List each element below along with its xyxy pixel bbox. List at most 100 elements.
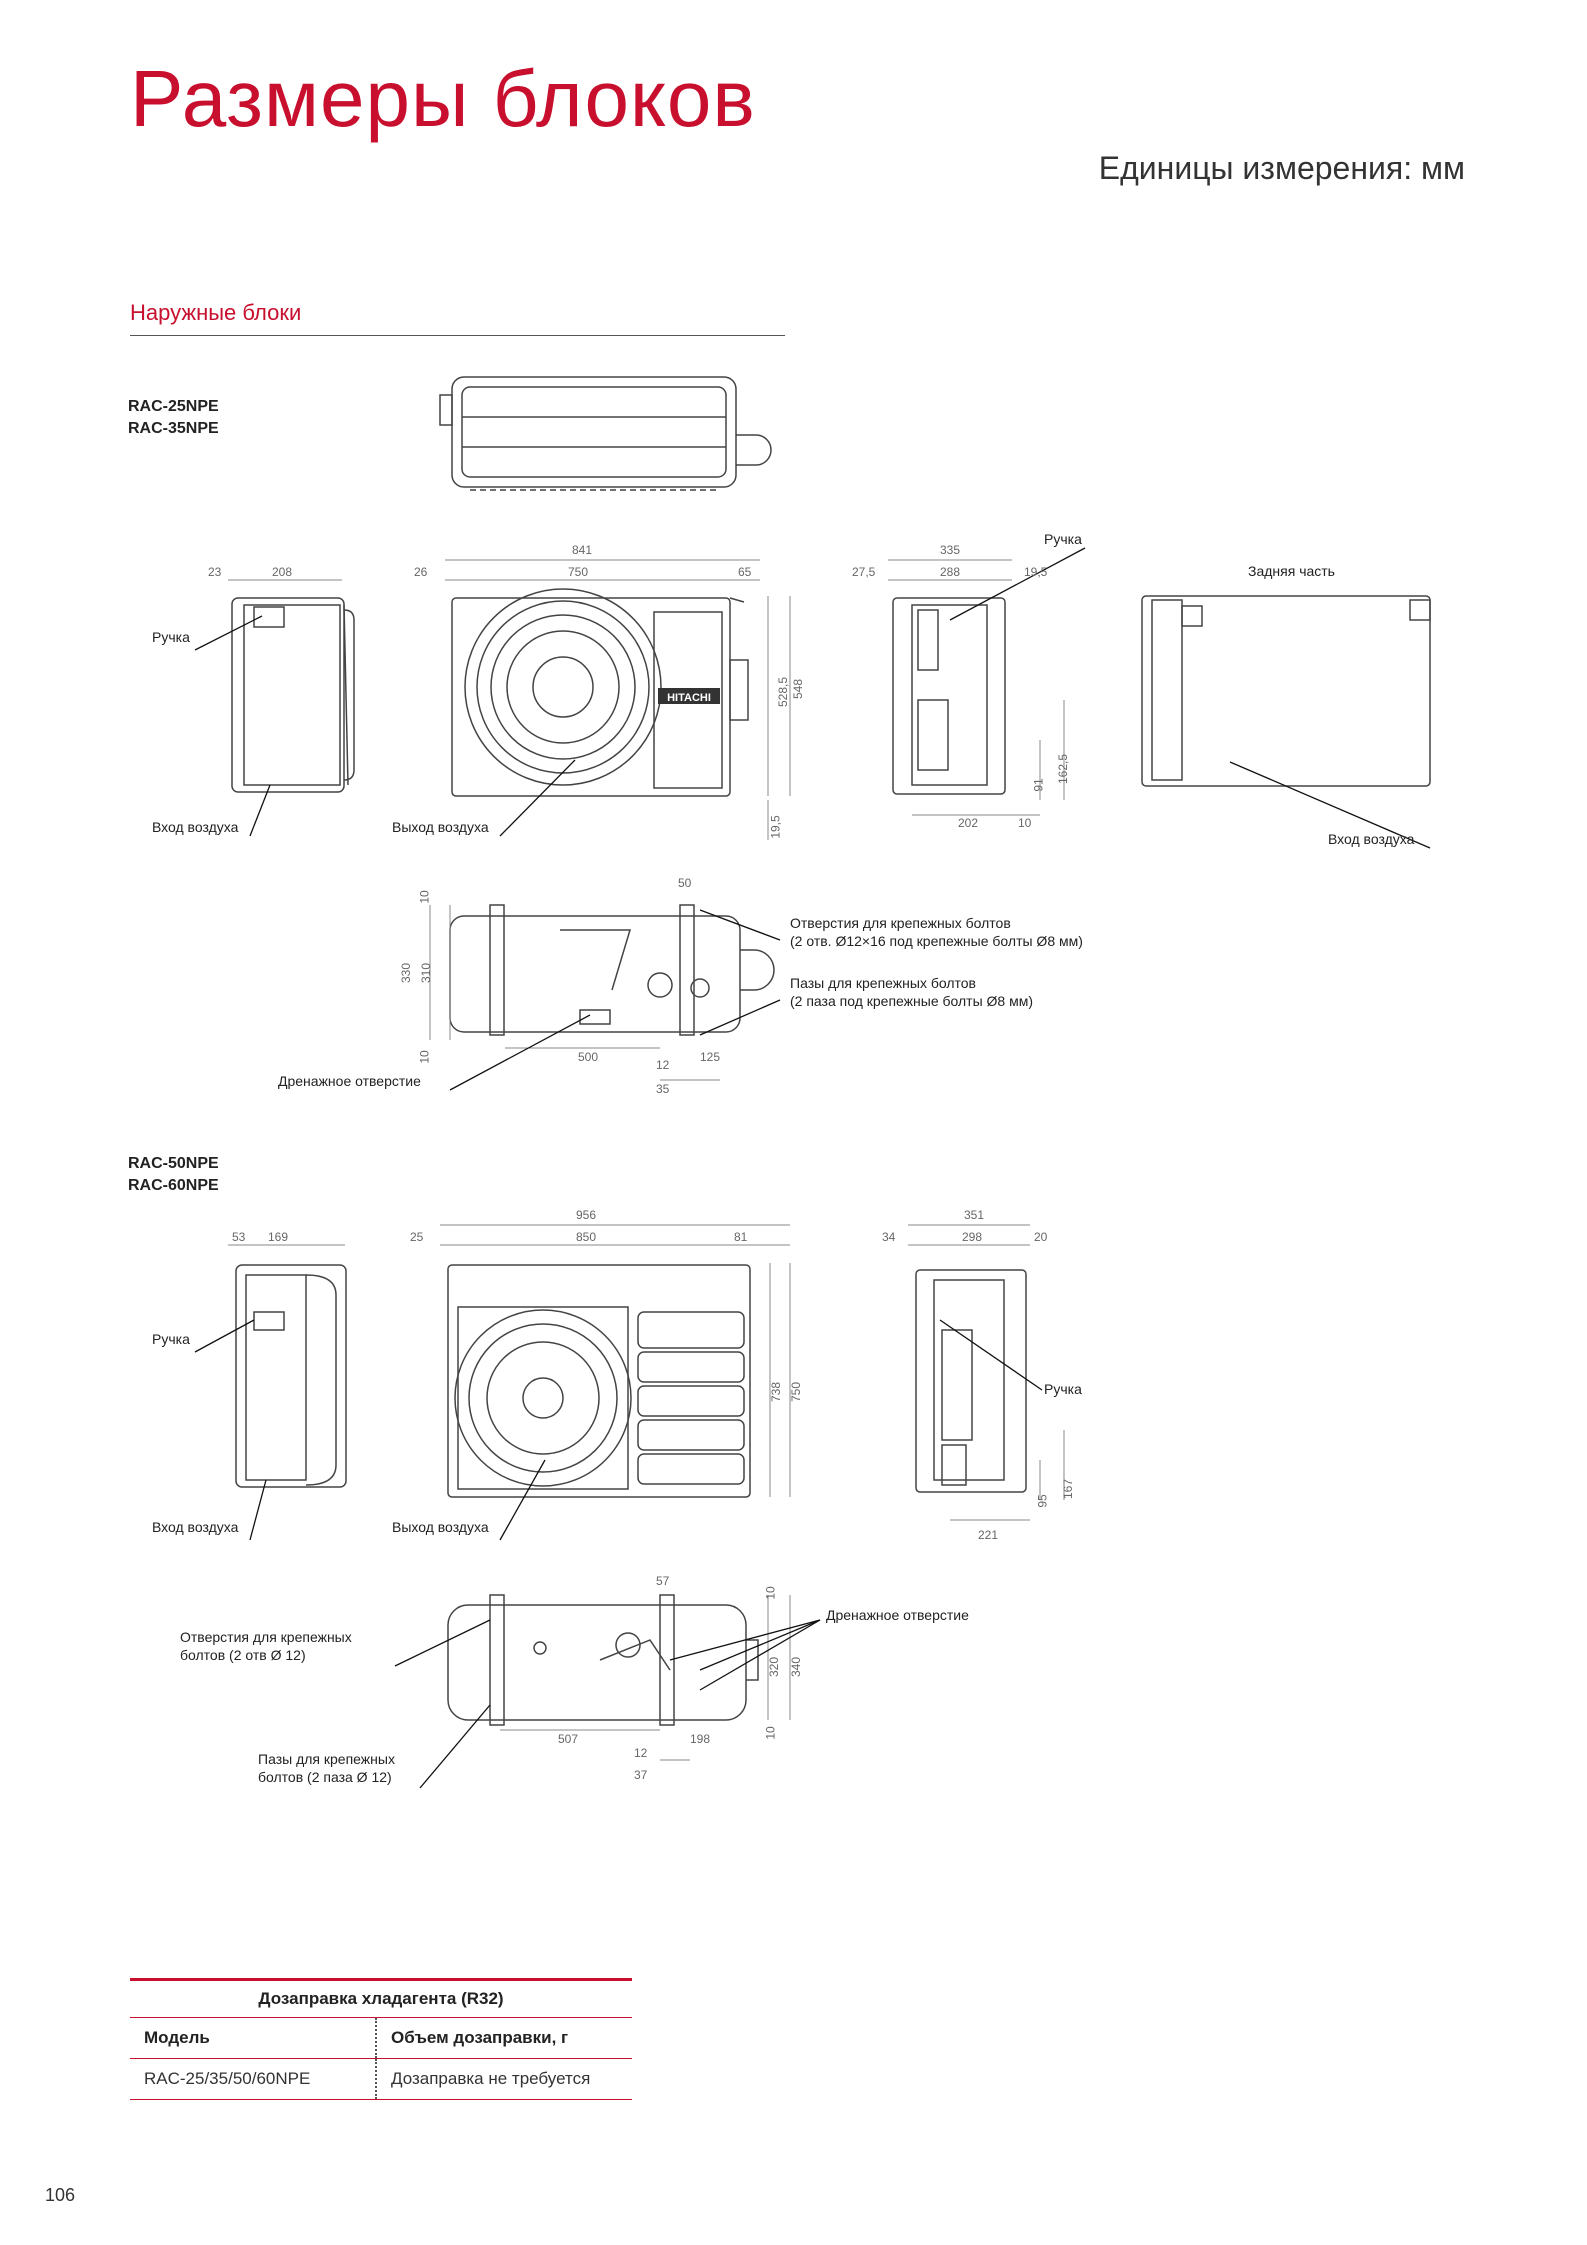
dim-label: 507 — [558, 1732, 579, 1746]
g2-model-1: RAC-50NPE — [128, 1155, 219, 1172]
dim-label: 37 — [634, 1768, 648, 1782]
g2-label-bolt-holes-1: Отверстия для крепежных — [180, 1629, 352, 1645]
g1-model-1: RAC-25NPE — [128, 398, 219, 415]
g2-label-slots-1: Пазы для крепежных — [258, 1751, 395, 1767]
dim-label: 10 — [763, 1586, 778, 1600]
dim-label: 320 — [767, 1656, 782, 1678]
page-title: Размеры блоков — [130, 54, 756, 143]
g2-label-handle-left: Ручка — [152, 1331, 190, 1347]
g2-front-view — [447, 1264, 751, 1498]
refrigerant-table: Дозаправка хладагента (R32) Модель Объем… — [130, 1978, 632, 2100]
table-row: RAC-25/35/50/60NPE Дозаправка не требует… — [130, 2058, 632, 2100]
dim-label: 330 — [399, 962, 414, 984]
g2-label-bolt-holes-2: болтов (2 отв Ø 12) — [180, 1647, 306, 1663]
g1-front-view — [451, 588, 749, 797]
dim-label: 57 — [656, 1574, 670, 1588]
g1-rear-view — [1141, 595, 1431, 787]
dim-label: 19,5 — [768, 815, 783, 839]
dim-label: 202 — [958, 816, 979, 830]
g1-label-air-in-left: Вход воздуха — [152, 819, 239, 835]
brand-logo-text: HITACHI — [667, 692, 711, 704]
dim-label: 288 — [940, 565, 961, 579]
dim-label: 27,5 — [852, 565, 876, 579]
dim-label: 20 — [1034, 1230, 1048, 1244]
dim-label: 10 — [1018, 816, 1032, 830]
g2-model-2: RAC-60NPE — [128, 1177, 219, 1194]
g1-bottom-view — [449, 904, 775, 1036]
dim-label: 10 — [417, 890, 432, 904]
dim-label: 335 — [940, 543, 961, 557]
g1-label-rear: Задняя часть — [1248, 563, 1335, 579]
dim-label: 340 — [789, 1656, 804, 1678]
dim-label: 12 — [634, 1746, 648, 1760]
dim-label: 12 — [656, 1058, 670, 1072]
dim-label: 65 — [738, 565, 752, 579]
g1-label-drain: Дренажное отверстие — [278, 1073, 421, 1089]
dim-label: 81 — [734, 1230, 748, 1244]
dim-label: 750 — [789, 1381, 804, 1403]
table-cell-model: RAC-25/35/50/60NPE — [144, 2069, 311, 2088]
table-header-row: Модель Объем дозаправки, г — [130, 2017, 632, 2058]
brand-logo-plate — [658, 688, 720, 704]
table-header-model: Модель — [144, 2028, 210, 2047]
g1-label-handle-left: Ручка — [152, 629, 190, 645]
dim-label: 26 — [414, 565, 428, 579]
g2-left-view — [235, 1264, 347, 1488]
g1-label-bolt-holes-1: Отверстия для крепежных болтов — [790, 915, 1011, 931]
dim-label: 25 — [410, 1230, 424, 1244]
dim-label: 91 — [1031, 778, 1046, 792]
table-cell-volume: Дозаправка не требуется — [375, 2059, 632, 2099]
g1-model-2: RAC-35NPE — [128, 420, 219, 437]
g2-right-view — [915, 1269, 1027, 1493]
g2-label-drain: Дренажное отверстие — [826, 1607, 969, 1623]
g1-label-slots-2: (2 паза под крепежные болты Ø8 мм) — [790, 993, 1034, 1009]
section-divider — [130, 335, 785, 336]
page-number: 106 — [45, 2185, 76, 2205]
dim-label: 50 — [678, 876, 692, 890]
dim-label: 841 — [572, 543, 593, 557]
dim-label: 23 — [208, 565, 222, 579]
dim-label: 34 — [882, 1230, 896, 1244]
g1-label-slots-1: Пазы для крепежных болтов — [790, 975, 976, 991]
dim-label: 95 — [1035, 1494, 1050, 1508]
g2-label-slots-2: болтов (2 паза Ø 12) — [258, 1769, 392, 1785]
g1-top-view — [439, 376, 772, 491]
g1-label-air-out: Выход воздуха — [392, 819, 489, 835]
dim-label: 35 — [656, 1082, 670, 1096]
g1-left-view — [231, 597, 355, 793]
g1-label-air-in-rear: Вход воздуха — [1328, 831, 1415, 847]
dim-label: 198 — [690, 1732, 711, 1746]
dim-label: 310 — [419, 962, 434, 984]
table-header-volume: Объем дозаправки, г — [375, 2018, 632, 2058]
dim-label: 351 — [964, 1208, 985, 1222]
section-heading: Наружные блоки — [130, 300, 302, 325]
g2-label-air-out: Выход воздуха — [392, 1519, 489, 1535]
dim-label: 167 — [1061, 1478, 1076, 1500]
g2-label-handle-side: Ручка — [1044, 1381, 1082, 1397]
dim-label: 169 — [268, 1230, 289, 1244]
dim-label: 208 — [272, 565, 293, 579]
dim-label: 53 — [232, 1230, 246, 1244]
dim-label: 10 — [417, 1050, 432, 1064]
g2-label-air-in-left: Вход воздуха — [152, 1519, 239, 1535]
dim-label: 956 — [576, 1208, 597, 1222]
dim-label: 738 — [769, 1381, 784, 1403]
dim-label: 10 — [763, 1726, 778, 1740]
dim-label: 548 — [791, 678, 806, 700]
dim-label: 298 — [962, 1230, 983, 1244]
g1-label-handle-side: Ручка — [1044, 531, 1082, 547]
g1-right-view — [892, 597, 1006, 795]
dim-label: 19,5 — [1024, 565, 1048, 579]
g2-bottom-view — [447, 1594, 759, 1726]
table-caption: Дозаправка хладагента (R32) — [130, 1978, 632, 2017]
g1-label-bolt-holes-2: (2 отв. Ø12×16 под крепежные болты Ø8 мм… — [790, 933, 1083, 949]
dim-label: 221 — [978, 1528, 999, 1542]
dim-label: 162,5 — [1056, 753, 1071, 785]
dim-label: 850 — [576, 1230, 597, 1244]
dim-label: 750 — [568, 565, 589, 579]
dim-label: 528,5 — [776, 676, 791, 708]
dim-label: 125 — [700, 1050, 721, 1064]
dim-label: 500 — [578, 1050, 599, 1064]
units-note: Единицы измерения: мм — [1098, 150, 1465, 186]
